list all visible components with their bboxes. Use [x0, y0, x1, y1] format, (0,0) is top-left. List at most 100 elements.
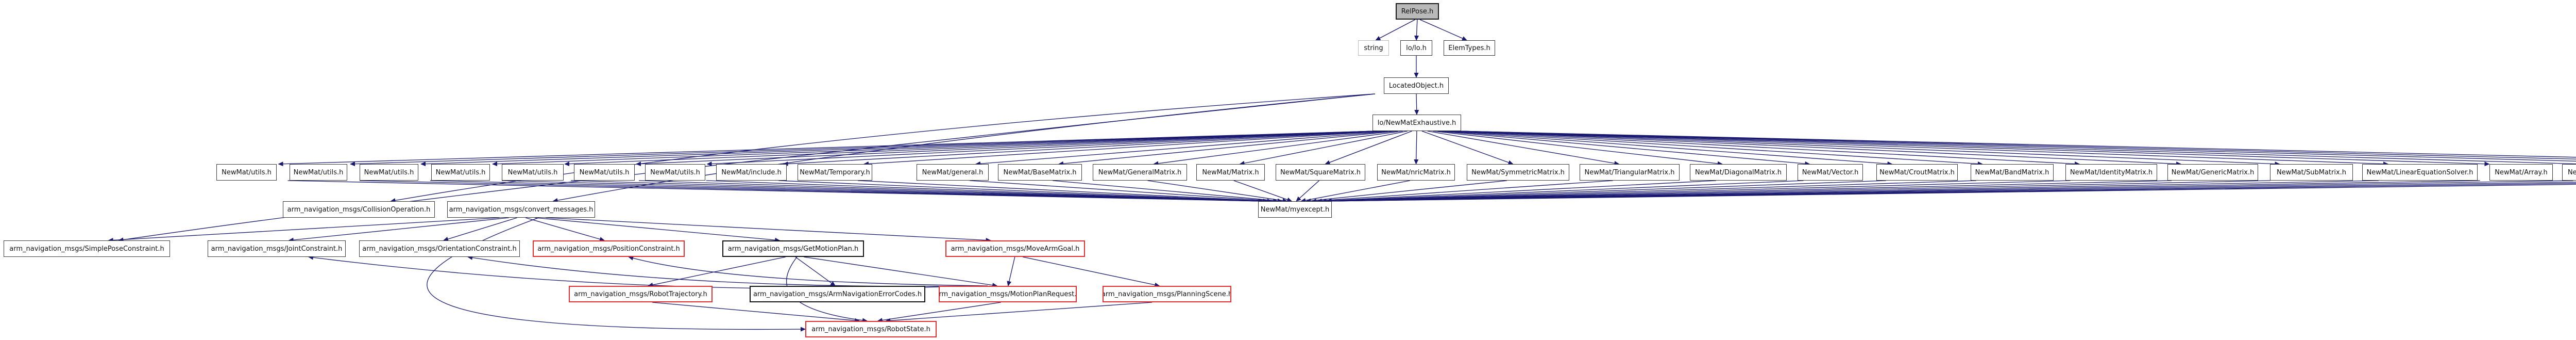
graph-node-utils7[interactable]: NewMat/utils.h	[645, 164, 705, 181]
edge-relpose-to-string	[1375, 19, 1416, 41]
graph-node-armnaverrorcodes[interactable]: arm_navigation_msgs/ArmNavigationErrorCo…	[750, 286, 925, 302]
edge-locatedobject-to-newmatexhaustive	[1414, 93, 1419, 115]
edge-locatedobject-to-convertmessages	[552, 93, 1376, 203]
edge-newmatexhaustive-to-utils5	[564, 131, 1376, 167]
edge-functions-to-myexcept	[1326, 183, 2576, 204]
edge-robottrajectory-to-robotstate	[652, 302, 860, 323]
edge-getmotionplan-to-motionplanrequest	[804, 256, 998, 288]
graph-node-utils4[interactable]: NewMat/utils.h	[431, 164, 490, 181]
graph-node-positionconstraint[interactable]: arm_navigation_msgs/PositionConstraint.h	[533, 240, 685, 257]
edge-utils3-to-myexcept	[430, 180, 1264, 204]
edge-getmotionplan-to-robottrajectory	[648, 256, 786, 287]
graph-node-robotstate[interactable]: arm_navigation_msgs/RobotState.h	[805, 321, 937, 337]
graph-node-motionplanrequest[interactable]: arm_navigation_msgs/MotionPlanRequest.h	[939, 286, 1077, 302]
edge-planningscene-to-robotstate	[885, 302, 1153, 323]
graph-node-croutmatrix[interactable]: NewMat/CroutMatrix.h	[1876, 164, 1958, 181]
edge-temporary-to-myexcept	[858, 180, 1273, 204]
graph-node-simpleposeconstraint[interactable]: arm_navigation_msgs/SimplePoseConstraint…	[4, 240, 170, 257]
edge-vector-to-myexcept	[1321, 180, 1804, 204]
edge-submatrix-to-myexcept	[1326, 180, 2270, 204]
graph-node-array[interactable]: NewMat/Array.h	[2489, 164, 2553, 181]
graph-node-genericmatrix[interactable]: NewMat/GenericMatrix.h	[2167, 164, 2258, 181]
graph-node-utils6[interactable]: NewMat/utils.h	[574, 164, 635, 181]
graph-node-myexcept[interactable]: NewMat/myexcept.h	[1258, 201, 1332, 218]
edge-utils2-to-myexcept	[359, 180, 1264, 204]
edge-newmatexhaustive-to-matrix	[1239, 131, 1408, 166]
edge-newmatexhaustive-to-squarematrix	[1325, 131, 1412, 165]
edge-convertmessages-to-getmotionplan	[534, 217, 781, 242]
edge-newmatexhaustive-to-utils6	[636, 131, 1377, 167]
graph-node-bandmatrix[interactable]: NewMat/BandMatrix.h	[1971, 164, 2054, 181]
edge-croutmatrix-to-myexcept	[1325, 180, 1886, 204]
graph-node-convertmessages[interactable]: arm_navigation_msgs/convert_messages.h	[447, 201, 595, 218]
edge-convertmessages-to-jointconstraint	[288, 217, 509, 242]
edge-convertmessages-to-robotstate	[427, 217, 806, 332]
edge-utils6-to-myexcept	[639, 180, 1264, 204]
edge-array-to-myexcept	[1326, 180, 2480, 204]
edge-lineareqsolver-to-myexcept	[1326, 180, 2379, 204]
edge-nricmatrix-to-myexcept	[1300, 180, 1410, 203]
edge-generalmatrix-to-myexcept	[1147, 180, 1288, 203]
graph-node-getmotionplan[interactable]: arm_navigation_msgs/GetMotionPlan.h	[722, 240, 864, 257]
graph-node-utils3[interactable]: NewMat/utils.h	[360, 164, 418, 181]
graph-node-general[interactable]: NewMat/general.h	[917, 164, 989, 181]
edge-movearmgoal-to-motionplanrequest	[1007, 256, 1015, 286]
graph-node-temporary[interactable]: NewMat/Temporary.h	[798, 164, 872, 181]
graph-node-utils1[interactable]: NewMat/utils.h	[216, 164, 277, 181]
edge-newmatexhaustive-to-triangularmatrix	[1427, 131, 1620, 166]
graph-node-lineareqsolver[interactable]: NewMat/LinearEquationSolver.h	[2362, 164, 2478, 181]
graph-node-vector[interactable]: NewMat/Vector.h	[1798, 164, 1863, 181]
graph-node-relpose[interactable]: RelPose.h	[1396, 3, 1439, 20]
edge-relpose-to-lo_lo	[1414, 19, 1419, 41]
graph-node-planningscene[interactable]: arm_navigation_msgs/PlanningScene.h	[1103, 286, 1231, 302]
graph-node-utils5[interactable]: NewMat/utils.h	[502, 164, 564, 181]
graph-node-orientationconstraint[interactable]: arm_navigation_msgs/OrientationConstrain…	[359, 240, 520, 257]
graph-node-triangularmatrix[interactable]: NewMat/TriangularMatrix.h	[1580, 164, 1680, 181]
graph-node-symmetricmatrix[interactable]: NewMat/SymmetricMatrix.h	[1467, 164, 1569, 181]
graph-node-basematrix[interactable]: NewMat/BaseMatrix.h	[998, 164, 1082, 181]
edge-newmatexhaustive-to-array	[1458, 131, 2490, 167]
graph-node-generalmatrix[interactable]: NewMat/GeneralMatrix.h	[1093, 164, 1187, 181]
graph-node-jointconstraint[interactable]: arm_navigation_msgs/JointConstraint.h	[208, 240, 346, 257]
edge-matrix-to-myexcept	[1233, 180, 1293, 202]
edge-newmatexhaustive-to-utils4	[492, 131, 1376, 167]
edge-rectmatrix-to-myexcept	[1326, 184, 2576, 204]
graph-node-matrix[interactable]: NewMat/Matrix.h	[1196, 164, 1265, 181]
edge-getmotionplan-to-armnaverrorcodes	[795, 256, 836, 286]
edge-newmatexhaustive-to-temporary	[863, 131, 1388, 166]
edge-newmatexhaustive-to-croutmatrix	[1442, 131, 1893, 166]
graph-node-include[interactable]: NewMat/include.h	[716, 164, 787, 181]
edge-newmatexhaustive-to-lineareqsolver	[1458, 131, 2388, 167]
graph-node-string[interactable]: string	[1358, 40, 1389, 56]
edge-matrixexceptions-to-myexcept	[1326, 180, 2573, 204]
edge-utils5-to-myexcept	[570, 180, 1264, 204]
edge-newmatexhaustive-to-nricmatrix	[1414, 131, 1419, 165]
edge-general-to-myexcept	[970, 180, 1279, 203]
graph-node-movearmgoal[interactable]: arm_navigation_msgs/MoveArmGoal.h	[945, 240, 1085, 257]
graph-node-diagonalmatrix[interactable]: NewMat/DiagonalMatrix.h	[1690, 164, 1787, 181]
edge-movearmgoal-to-planningscene	[1023, 256, 1160, 287]
edge-newmatexhaustive-to-general	[975, 131, 1394, 166]
edge-newmatexhaustive-to-functions	[1458, 131, 2576, 159]
graph-node-elemtypes[interactable]: ElemTypes.h	[1444, 40, 1495, 56]
edge-newmatexhaustive-to-utils2	[350, 131, 1376, 167]
edge-newmatexhaustive-to-basematrix	[1058, 131, 1398, 166]
graph-node-submatrix[interactable]: NewMat/SubMatrix.h	[2270, 164, 2353, 181]
graph-node-matrixexceptions[interactable]: NewMat/MatrixExceptions.h	[2562, 164, 2576, 181]
graph-node-utils2[interactable]: NewMat/utils.h	[290, 164, 347, 181]
graph-node-robottrajectory[interactable]: arm_navigation_msgs/RobotTrajectory.h	[569, 286, 713, 302]
graph-node-locatedobject[interactable]: LocatedObject.h	[1384, 77, 1449, 94]
edge-bandmatrix-to-myexcept	[1326, 180, 1976, 204]
graph-node-nricmatrix[interactable]: NewMat/nricMatrix.h	[1377, 164, 1455, 181]
graph-node-identitymatrix[interactable]: NewMat/IdentityMatrix.h	[2065, 164, 2157, 181]
edge-convertmessages-to-simpleposeconstraint	[108, 217, 500, 242]
graph-node-lo_lo[interactable]: lo/lo.h	[1400, 40, 1432, 56]
edge-newmatexhaustive-to-identitymatrix	[1451, 131, 2080, 167]
edge-newmatexhaustive-to-utils7	[706, 131, 1380, 167]
graph-node-squarematrix[interactable]: NewMat/SquareMatrix.h	[1276, 164, 1365, 181]
edge-utils7-to-myexcept	[706, 180, 1265, 204]
graph-node-newmatexhaustive[interactable]: lo/NewMatExhaustive.h	[1372, 115, 1461, 131]
graph-node-collisionoperation[interactable]: arm_navigation_msgs/CollisionOperation.h	[283, 201, 435, 218]
edge-convertmessages-to-orientationconstraint	[443, 217, 517, 241]
